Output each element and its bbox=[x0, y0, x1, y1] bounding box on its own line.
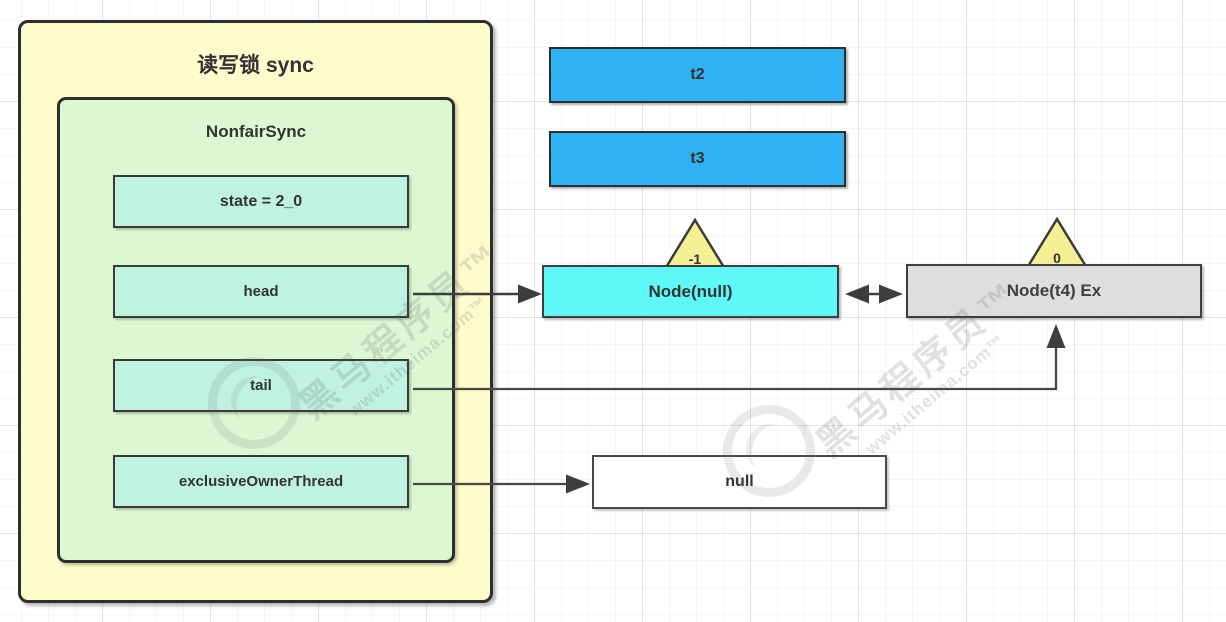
nonfairsync-container: NonfairSync state = 2_0 head tail exclus… bbox=[57, 97, 455, 563]
node-t4-ex-box: Node(t4) Ex bbox=[906, 264, 1202, 318]
arrow-node-null-node-t4-bidirectional bbox=[845, 284, 903, 304]
arrow-tail-to-node-t4 bbox=[413, 324, 1066, 391]
field-state: state = 2_0 bbox=[113, 175, 409, 228]
field-head-label: head bbox=[243, 283, 279, 300]
nonfairsync-title: NonfairSync bbox=[205, 122, 307, 141]
field-tail-label: tail bbox=[250, 377, 272, 394]
thread-box-t3: t3 bbox=[549, 131, 846, 187]
node-null-box: Node(null) bbox=[542, 265, 839, 318]
field-exclusive-owner-thread-label: exclusiveOwnerThread bbox=[178, 473, 344, 490]
thread-box-t2: t2 bbox=[549, 47, 846, 103]
null-box-label: null bbox=[725, 473, 754, 490]
node-t4-ex-label: Node(t4) Ex bbox=[1006, 281, 1102, 300]
field-state-label: state = 2_0 bbox=[219, 192, 303, 210]
null-box: null bbox=[592, 455, 887, 509]
thread-t2-label: t2 bbox=[690, 66, 705, 83]
wait-status-value-tail-node: 0 bbox=[1053, 250, 1061, 266]
field-exclusive-owner-thread: exclusiveOwnerThread bbox=[113, 455, 409, 508]
sync-container: 读写锁 sync NonfairSync state = 2_0 head ta… bbox=[18, 20, 493, 603]
wait-status-value-head-node: -1 bbox=[689, 251, 702, 267]
thread-t3-label: t3 bbox=[690, 150, 705, 167]
field-tail: tail bbox=[113, 359, 409, 412]
node-null-label: Node(null) bbox=[648, 281, 733, 301]
sync-container-title: 读写锁 sync bbox=[197, 54, 314, 77]
watermark-site-text: www.itheima.com™ bbox=[861, 330, 1009, 459]
field-head: head bbox=[113, 265, 409, 318]
